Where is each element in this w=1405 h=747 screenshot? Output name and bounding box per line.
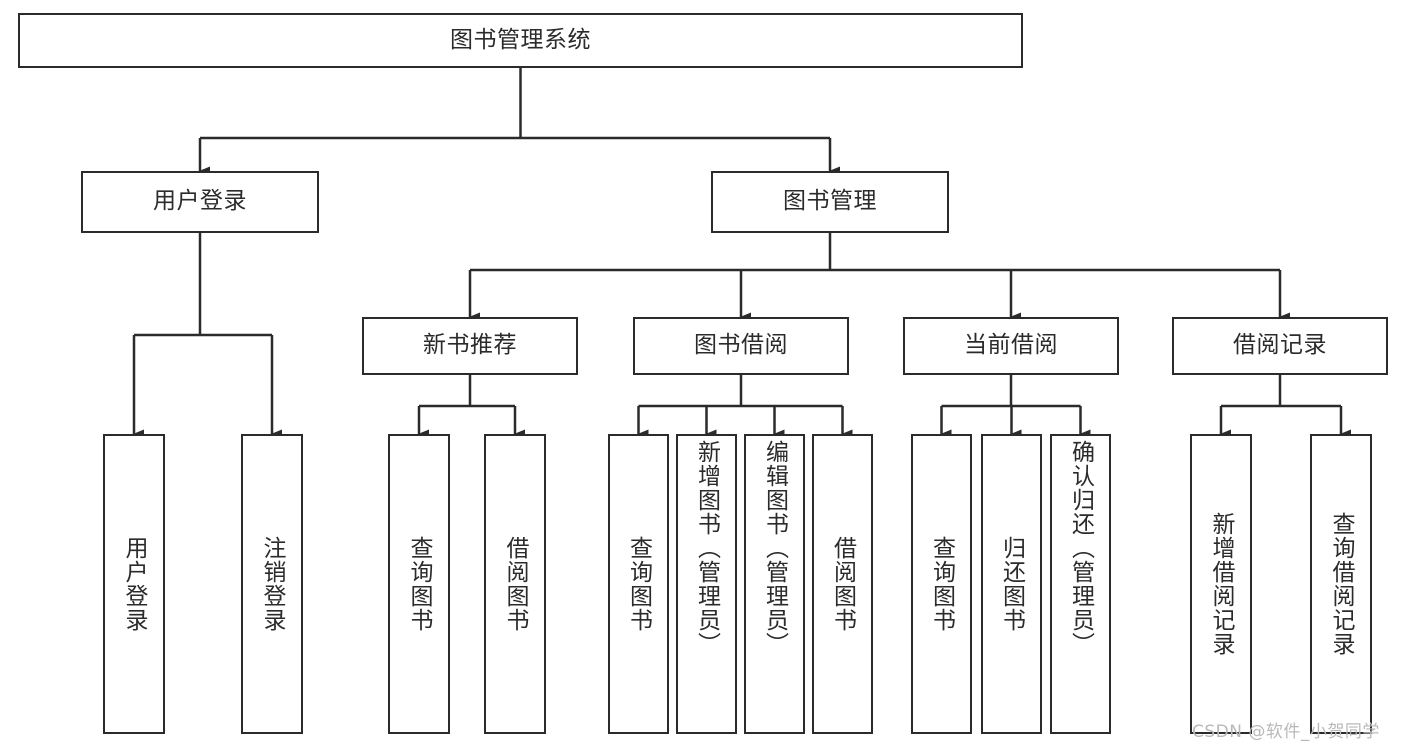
node-label-root: 图书管理系统: [450, 26, 591, 53]
node-leaf-borrow-book[interactable]: 借阅图书: [812, 434, 873, 734]
node-book-manage[interactable]: 图书管理: [711, 171, 949, 233]
node-label-leaf-logout: 注销登录: [259, 536, 286, 632]
watermark-text: CSDN @软件_小贺同学: [1192, 722, 1380, 742]
node-label-leaf-confirm-return: 确认归还（管理员）: [1067, 440, 1094, 656]
node-label-leaf-query-book-rec: 查询图书: [406, 536, 433, 632]
node-leaf-logout[interactable]: 注销登录: [241, 434, 303, 734]
node-label-leaf-query-book-borrow: 查询图书: [625, 536, 652, 632]
node-label-leaf-query-record: 查询借阅记录: [1328, 512, 1355, 656]
node-label-new-book-rec: 新书推荐: [423, 332, 517, 359]
node-label-borrow-record: 借阅记录: [1233, 332, 1327, 359]
node-label-book-borrow: 图书借阅: [694, 332, 788, 359]
node-leaf-add-book[interactable]: 新增图书（管理员）: [676, 434, 737, 734]
node-leaf-add-record[interactable]: 新增借阅记录: [1190, 434, 1252, 734]
node-leaf-confirm-return[interactable]: 确认归还（管理员）: [1050, 434, 1111, 734]
node-leaf-query-book-borrow[interactable]: 查询图书: [608, 434, 669, 734]
node-label-leaf-borrow-book-rec: 借阅图书: [502, 536, 529, 632]
node-leaf-query-book-cur[interactable]: 查询图书: [911, 434, 972, 734]
node-label-leaf-query-book-cur: 查询图书: [928, 536, 955, 632]
node-root[interactable]: 图书管理系统: [18, 13, 1023, 68]
node-label-user-login: 用户登录: [153, 188, 247, 215]
node-user-login[interactable]: 用户登录: [81, 171, 319, 233]
node-current-borrow[interactable]: 当前借阅: [903, 317, 1119, 375]
connector-group: [132, 68, 1351, 439]
node-label-leaf-borrow-book: 借阅图书: [829, 536, 856, 632]
node-leaf-return-book[interactable]: 归还图书: [981, 434, 1042, 734]
node-label-book-manage: 图书管理: [783, 188, 877, 215]
node-label-leaf-user-login: 用户登录: [121, 536, 148, 632]
node-label-leaf-return-book: 归还图书: [998, 536, 1025, 632]
node-label-current-borrow: 当前借阅: [964, 332, 1058, 359]
node-leaf-query-book-rec[interactable]: 查询图书: [388, 434, 450, 734]
node-leaf-edit-book[interactable]: 编辑图书（管理员）: [744, 434, 805, 734]
node-new-book-rec[interactable]: 新书推荐: [362, 317, 578, 375]
node-label-leaf-edit-book: 编辑图书（管理员）: [761, 440, 788, 656]
node-leaf-user-login[interactable]: 用户登录: [103, 434, 165, 734]
node-book-borrow[interactable]: 图书借阅: [633, 317, 849, 375]
node-leaf-query-record[interactable]: 查询借阅记录: [1310, 434, 1372, 734]
node-label-leaf-add-record: 新增借阅记录: [1208, 512, 1235, 656]
node-leaf-borrow-book-rec[interactable]: 借阅图书: [484, 434, 546, 734]
node-borrow-record[interactable]: 借阅记录: [1172, 317, 1388, 375]
node-label-leaf-add-book: 新增图书（管理员）: [693, 440, 720, 656]
